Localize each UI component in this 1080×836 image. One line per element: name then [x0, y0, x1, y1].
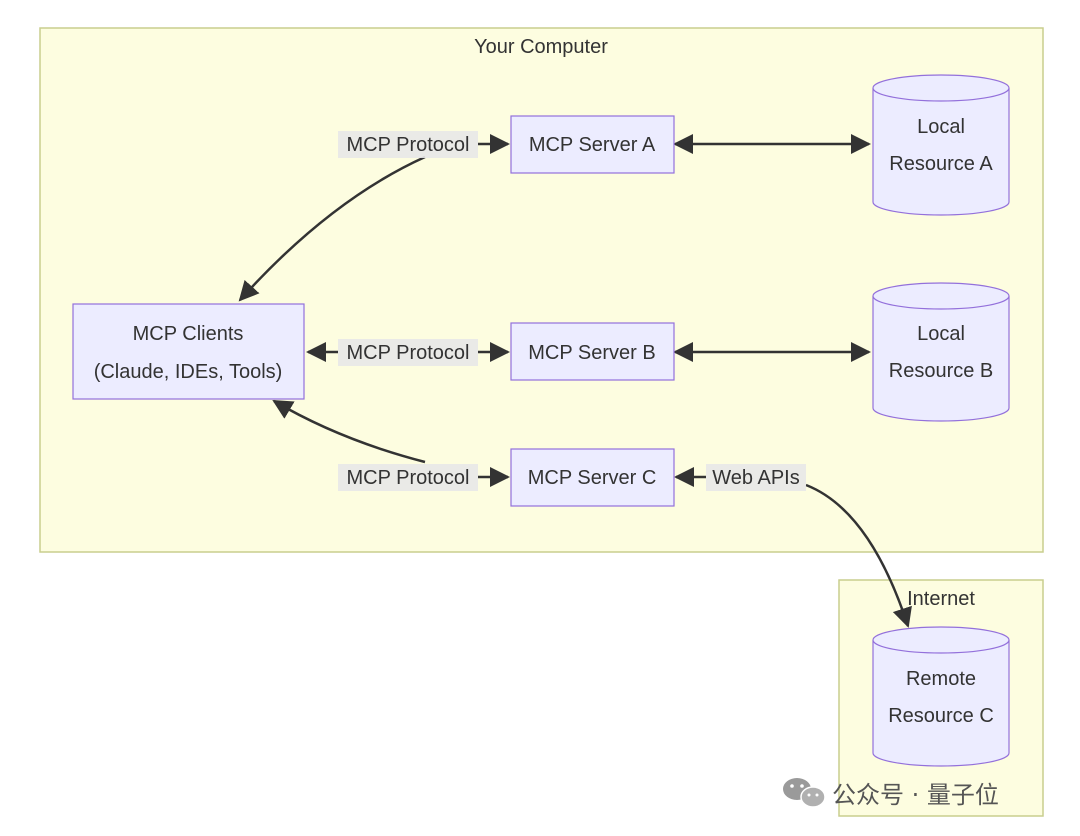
node-resource-a-body	[872, 88, 1010, 216]
node-server-c: MCP Server C	[510, 448, 675, 507]
node-resource-b-top	[872, 282, 1010, 310]
node-server-b-label: MCP Server B	[528, 342, 655, 364]
node-server-b: MCP Server B	[510, 322, 675, 381]
edge-label-client-c-text: MCP Protocol	[346, 467, 469, 489]
node-mcp-clients-box	[72, 303, 305, 400]
node-resource-c-line1: Remote	[906, 668, 976, 690]
edge-label-client-c: MCP Protocol	[338, 464, 478, 491]
edges	[238, 134, 912, 628]
edge-client-to-server-a	[238, 155, 426, 302]
edge-label-client-a-bg	[338, 131, 478, 158]
edge-label-web-apis: Web APIs	[706, 464, 806, 491]
edge-label-client-b-bg	[338, 339, 478, 366]
edge-label-client-a: MCP Protocol	[338, 131, 478, 158]
node-resource-b: Local Resource B	[872, 282, 1010, 422]
node-resource-a-line1: Local	[917, 116, 965, 138]
node-resource-a-line2: Resource A	[889, 153, 993, 175]
node-resource-c-top	[872, 626, 1010, 654]
node-resource-a-top	[872, 74, 1010, 102]
node-server-c-label: MCP Server C	[528, 467, 657, 489]
node-resource-c-line2: Resource C	[888, 705, 994, 727]
node-server-b-box	[510, 322, 675, 381]
edge-label-client-b-text: MCP Protocol	[346, 342, 469, 364]
edge-label-client-c-bg	[338, 464, 478, 491]
node-mcp-clients-line2: (Claude, IDEs, Tools)	[94, 361, 283, 383]
edge-label-client-b: MCP Protocol	[338, 339, 478, 366]
node-server-a: MCP Server A	[510, 115, 675, 174]
edge-client-to-server-c	[272, 399, 426, 464]
edge-label-web-apis-bg	[706, 464, 806, 491]
edge-label-web-apis-text: Web APIs	[712, 467, 799, 489]
node-server-c-box	[510, 448, 675, 507]
node-resource-b-body	[872, 296, 1010, 422]
edge-webapi-to-remote	[805, 483, 912, 628]
node-mcp-clients: MCP Clients (Claude, IDEs, Tools)	[72, 303, 305, 400]
node-resource-b-line1: Local	[917, 323, 965, 345]
watermark-text: 公众号 · 量子位	[832, 781, 999, 809]
group-internet-title: Internet	[907, 588, 975, 610]
node-resource-c-body	[872, 640, 1010, 767]
node-resource-c: Remote Resource C	[872, 626, 1010, 767]
node-resource-b-line2: Resource B	[889, 360, 994, 382]
watermark: 公众号 · 量子位	[783, 778, 999, 809]
group-your-computer-title: Your Computer	[474, 36, 608, 58]
wechat-icon	[783, 778, 826, 808]
node-mcp-clients-line1: MCP Clients	[133, 323, 244, 345]
node-server-a-label: MCP Server A	[529, 134, 656, 156]
edge-label-client-a-text: MCP Protocol	[346, 134, 469, 156]
node-server-a-box	[510, 115, 675, 174]
node-resource-a: Local Resource A	[872, 74, 1010, 216]
